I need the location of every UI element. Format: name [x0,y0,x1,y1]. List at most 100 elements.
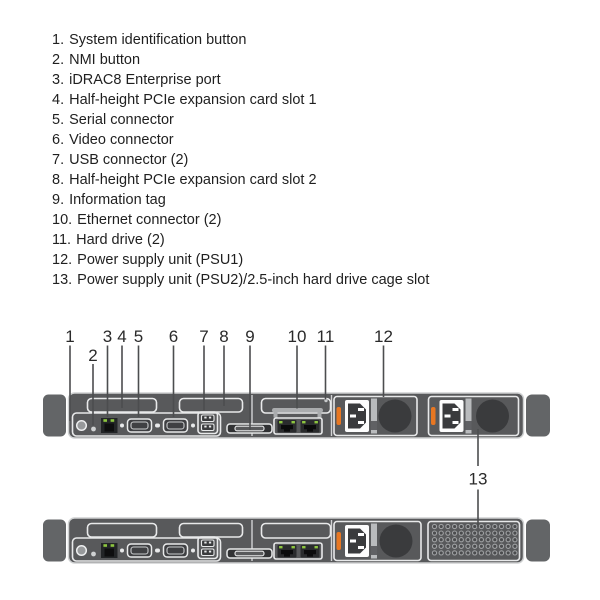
chassis-2-grille-hole [431,543,438,549]
chassis-2-grille-hole [451,543,458,549]
legend-item-marker: 5. [52,112,65,128]
chassis-2-grille-hole [492,537,498,543]
chassis-2-idrac-led [103,544,107,547]
chassis-2-system-id-button [75,544,88,557]
legend-item-13: 13.Power supply unit (PSU2)/2.5-inch har… [52,270,429,290]
callout-number-1: 1 [65,327,74,346]
chassis-2-grille-hole [485,543,491,549]
legend-item-label: Power supply unit (PSU2)/2.5-inch hard d… [77,272,430,288]
chassis-2-grille-hole [505,550,511,556]
chassis-1-serial-connector-screw [120,423,124,428]
legend-item-1: 1.System identification button [52,30,429,50]
chassis-2-ethernet-port-2-port-opening [304,550,316,557]
chassis-2-grille-hole [458,543,464,549]
chassis-2-grille-hole [492,550,498,556]
legend-item-9: 9.Information tag [52,190,429,210]
chassis-2-nic-slot-opening [260,522,332,539]
legend-item-label: Power supply unit (PSU1) [77,252,244,268]
chassis-2-psu-1-c14-pin [350,539,356,543]
chassis-2-grille-hole [472,550,478,556]
chassis-2-ethernet-port-2-led [302,546,306,549]
chassis-1-psu-2-handle [465,398,472,434]
chassis-2-grille-hole [472,543,478,549]
chassis-2-psu-1-c14-pin [358,546,364,549]
chassis-2-grille-hole [458,530,464,536]
legend-item-marker: 7. [52,152,65,168]
chassis-1-psu-2-c14-pin [444,414,451,418]
chassis-2-grille-hole [498,543,505,549]
chassis-2-usb-port [200,539,215,548]
chassis-2-grille-hole [472,530,478,536]
chassis-2-serial-connector-screw [120,548,124,553]
legend-item-label: USB connector (2) [69,152,189,168]
chassis-2-grille-hole [458,550,464,556]
chassis-1-hard-drive-screw [324,398,328,403]
chassis-1-nic-bracket-handle [272,408,323,413]
chassis-1-video-connector-screw [191,423,195,428]
legend-item-label: Half-height PCIe expansion card slot 2 [69,172,317,188]
legend-item-label: iDRAC8 Enterprise port [69,72,221,88]
chassis-1-psu-2-fan [476,399,509,433]
legend-item-marker: 11. [52,232,72,248]
chassis-2-grille-hole [478,543,485,549]
chassis-1-ethernet-port-2-led [302,421,306,424]
legend-item-2: 2.NMI button [52,50,429,70]
chassis-1-idrac-led [103,419,107,422]
chassis-2-grille-hole [485,550,491,556]
chassis-2-grille-hole [445,537,451,543]
chassis-2-grille-hole [498,530,505,536]
chassis-1-usb-pin [208,425,212,428]
legend-item-7: 7.USB connector (2) [52,150,429,170]
chassis-2-grille-hole [492,523,498,530]
chassis-2-grille-hole [485,530,491,536]
chassis-1-usb-pin [204,425,207,428]
chassis-2-usb-ports [197,536,219,560]
chassis-2-grille-hole [465,537,471,543]
chassis-1-io-panel [71,412,222,437]
legend-item-label: Video connector [69,132,174,148]
callout-number-12: 12 [374,327,393,346]
chassis-1-nic-slot-opening [260,397,332,414]
chassis-2-grille-hole [492,543,498,549]
legend-item-label: Serial connector [69,112,174,128]
chassis-2-grille-hole [451,523,458,530]
legend-item-marker: 9. [52,192,65,208]
chassis-2-ethernet-port-1-port-opening [281,550,293,557]
chassis-2-usb-pin [208,541,212,544]
legend-item-marker: 10. [52,212,73,228]
chassis-1-usb-pin [208,416,212,419]
chassis-1-nic-bracket-leg [317,412,322,418]
chassis-1-ethernet-port-1-led [279,421,283,424]
chassis-1-rack-ear-right [526,394,550,437]
chassis-1-psu-1-bay [333,395,418,437]
callout-number-8: 8 [219,327,228,346]
chassis-2-ethernet-port-2-led [314,546,318,549]
chassis-2-serial-connector-pins [130,546,149,555]
chassis-2-psu-1-fan [379,524,413,558]
chassis-2-grille-hole [458,523,464,530]
chassis-2-grille-hole [505,543,511,549]
legend-item-label: NMI button [69,52,141,68]
legend-item-6: 6.Video connector [52,130,429,150]
chassis-2-grille-hole [438,543,444,549]
chassis-2-grille-hole [465,523,471,530]
chassis-2-video-connector-pins [166,546,185,555]
chassis-2-grille-hole [512,537,518,543]
callout-number-3: 3 [103,327,112,346]
callout-number-9: 9 [245,327,254,346]
chassis-2-grille-hole [431,550,438,556]
chassis-1-psu-1-release-latch [336,407,341,425]
chassis-2-grille-hole [478,550,485,556]
chassis-2-grille-hole [512,523,518,530]
legend-item-marker: 3. [52,72,65,88]
chassis-2-grille-hole [431,530,438,536]
chassis-2-grille-hole [498,550,505,556]
chassis-2-rack-ear-left [43,519,66,562]
chassis-2-grille-hole [431,523,438,530]
callout-number-7: 7 [199,327,208,346]
chassis-2-pcie-slot-1-opening [86,522,158,538]
legend-item-marker: 2. [52,52,65,68]
